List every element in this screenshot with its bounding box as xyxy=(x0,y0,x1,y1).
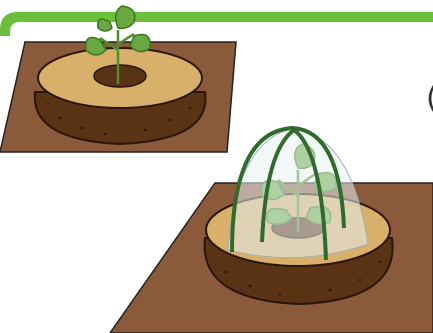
planting-hole xyxy=(94,65,146,87)
covered-plant-icon xyxy=(110,128,433,333)
plant-on-mound-icon xyxy=(0,6,236,152)
edge-text: ( xyxy=(426,84,433,114)
header-bar xyxy=(0,12,433,36)
protective-cover xyxy=(228,128,368,258)
